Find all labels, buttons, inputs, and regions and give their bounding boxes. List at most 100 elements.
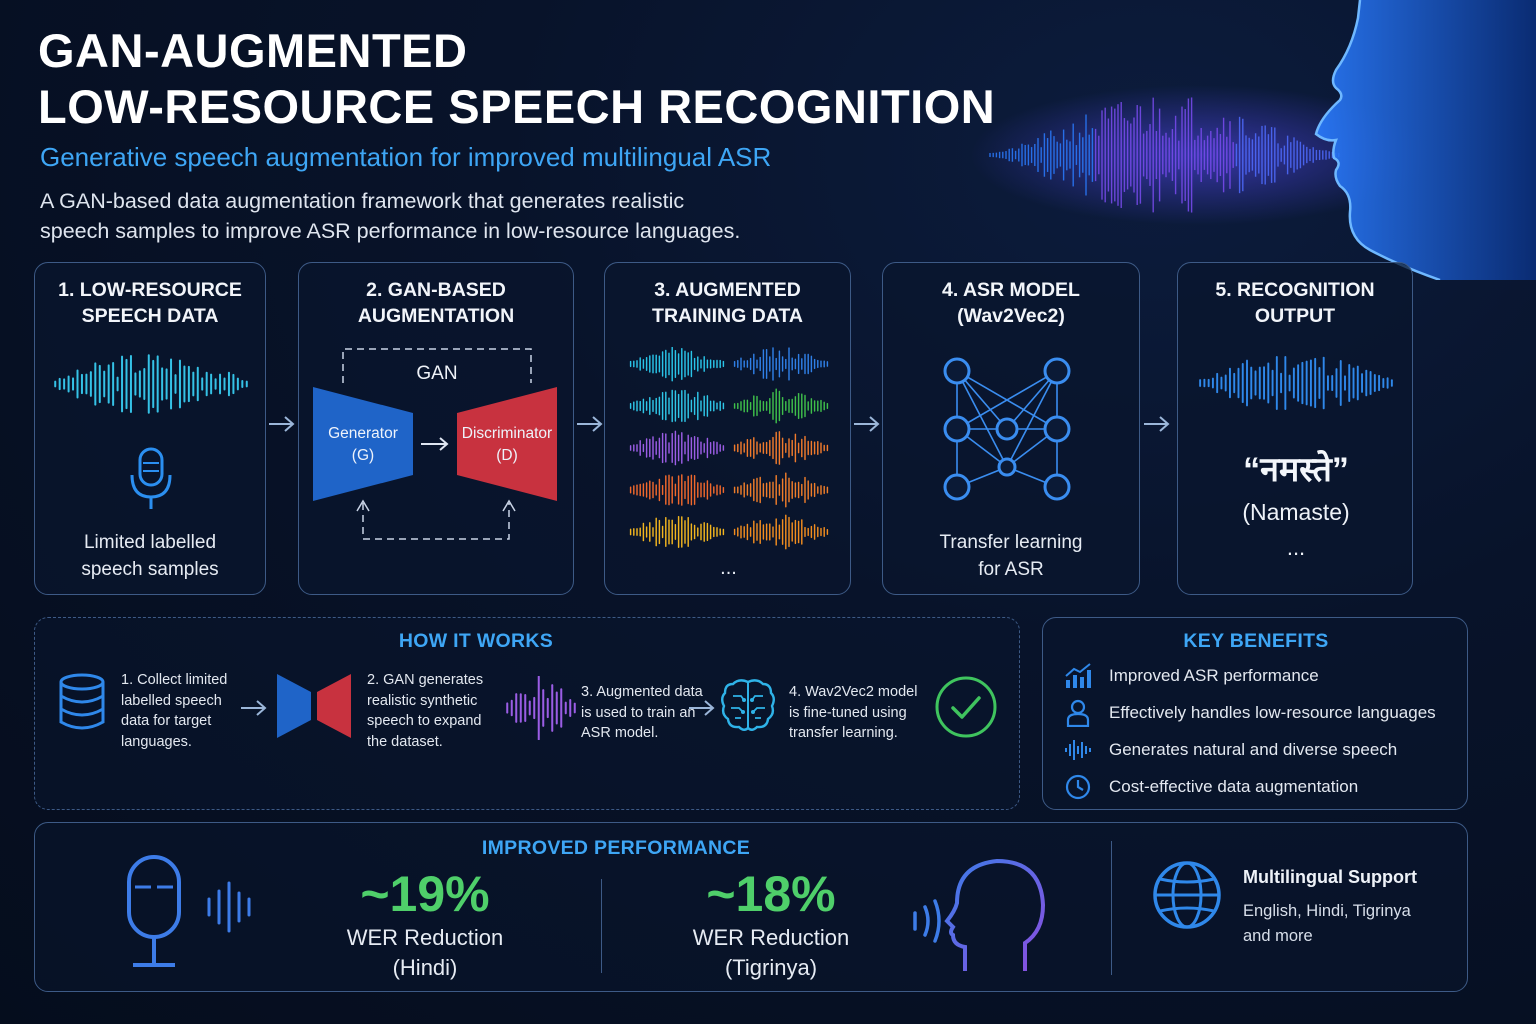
arrow-right-icon <box>577 416 603 432</box>
waveform-icon <box>506 676 576 740</box>
benefit-item: Effectively handles low-resource languag… <box>1063 699 1436 727</box>
benefit-item: Generates natural and diverse speech <box>1063 736 1397 764</box>
stage-card-augmented-data: 3. AUGMENTED TRAINING DATA ... <box>604 262 851 595</box>
arrow-right-icon <box>269 416 295 432</box>
stage-card-asr-model: 4. ASR MODEL (Wav2Vec2) Transfer learnin… <box>882 262 1140 595</box>
how-step-1-line: data for target <box>121 713 212 729</box>
hero-face-waveform-illustration <box>970 0 1536 280</box>
benefit-label: Effectively handles low-resource languag… <box>1109 703 1436 722</box>
metric-label-line2: (Tigrinya) <box>724 955 818 980</box>
caption-line1: Transfer learning <box>939 532 1083 553</box>
metric-label-tigrinya: WER Reduction (Tigrinya) <box>651 923 891 983</box>
discriminator-label: Discriminator (D) <box>457 423 557 467</box>
brain-icon <box>721 679 775 731</box>
stage-title-line1: 5. RECOGNITION <box>1215 279 1375 301</box>
waveform-icon <box>1065 740 1091 760</box>
stage-title: 4. ASR MODEL (Wav2Vec2) <box>883 277 1139 329</box>
discriminator-shape <box>457 387 557 501</box>
stage-card-gan-augmentation: 2. GAN-BASED AUGMENTATION GAN Generator … <box>298 262 574 595</box>
discriminator-label-line2: (D) <box>496 447 518 464</box>
page-title-line2: LOW-RESOURCE SPEECH RECOGNITION <box>38 80 996 133</box>
page-description: A GAN-based data augmentation framework … <box>40 186 760 246</box>
generator-shape <box>313 387 413 501</box>
output-transliteration: (Namaste) <box>1242 499 1350 525</box>
metric-label-hindi: WER Reduction (Hindi) <box>305 923 545 983</box>
benefit-item: Cost-effective data augmentation <box>1063 773 1358 801</box>
divider <box>1111 841 1112 975</box>
how-it-works-panel: HOW IT WORKS 1. Collect limited labelled… <box>34 617 1020 810</box>
checkmark-icon <box>935 676 997 738</box>
output-ellipsis: ... <box>1286 535 1306 560</box>
how-step-2-line: 2. GAN generates <box>367 672 484 688</box>
arrow-right-icon <box>241 700 267 716</box>
stage-card-low-resource-data: 1. LOW-RESOURCE SPEECH DATA Limited labe… <box>34 262 266 595</box>
stage-title-line2: SPEECH DATA <box>81 305 219 327</box>
stage-title: 5. RECOGNITION OUTPUT <box>1178 277 1412 329</box>
augmented-waveform <box>733 472 829 508</box>
microphone-icon <box>130 447 172 509</box>
how-step-2-text: 2. GAN generates realistic synthetic spe… <box>367 670 483 752</box>
page-subtitle: Generative speech augmentation for impro… <box>40 142 772 172</box>
caption-line2: speech samples <box>81 559 219 580</box>
stage-title-line1: 1. LOW-RESOURCE <box>58 279 242 301</box>
arrow-right-icon <box>1144 416 1170 432</box>
stage-title-line2: OUTPUT <box>1254 305 1336 327</box>
microphone-icon <box>127 855 251 967</box>
stage-title-line2: TRAINING DATA <box>652 305 803 327</box>
waveform-icon <box>54 354 248 414</box>
stage-title-line1: 3. AUGMENTED <box>654 279 801 301</box>
stage-title: 2. GAN-BASED AUGMENTATION <box>299 277 573 329</box>
speaking-head-icon <box>913 858 1046 971</box>
stage-title-line2: (Wav2Vec2) <box>957 305 1065 327</box>
generator-label-line2: (G) <box>351 447 375 464</box>
stage-title: 1. LOW-RESOURCE SPEECH DATA <box>35 277 265 329</box>
stage-title-line1: 4. ASR MODEL <box>942 279 1080 301</box>
metric-label-line2: (Hindi) <box>392 955 458 980</box>
description-line1: A GAN-based data augmentation framework … <box>40 189 685 213</box>
benefit-label: Generates natural and diverse speech <box>1109 740 1398 759</box>
augmented-waveform <box>733 514 829 550</box>
multilingual-title: Multilingual Support <box>1243 867 1417 887</box>
database-icon <box>59 673 105 730</box>
how-step-1-line: 1. Collect limited <box>121 672 228 688</box>
performance-title: IMPROVED PERFORMANCE <box>481 837 751 859</box>
description-line2: speech samples to improve ASR performanc… <box>40 219 741 243</box>
how-step-2-line: speech to expand <box>367 713 482 729</box>
how-step-1-line: labelled speech <box>121 692 222 709</box>
augmented-waveform <box>733 431 829 465</box>
augmented-waveform <box>629 516 725 548</box>
augmented-waveform <box>629 389 725 423</box>
how-step-1-line: languages. <box>121 733 192 750</box>
globe-icon <box>1153 861 1221 929</box>
how-step-1-text: 1. Collect limited labelled speech data … <box>121 670 227 752</box>
how-step-3-line: is used to train an <box>581 704 696 721</box>
metric-label-line1: WER Reduction <box>346 925 504 950</box>
stage-card-recognition-output: 5. RECOGNITION OUTPUT “नमस्ते” (Namaste)… <box>1177 262 1413 595</box>
chart-icon <box>1065 663 1091 688</box>
how-step-4-line: is fine-tuned using <box>789 704 907 721</box>
clock-icon <box>1065 774 1091 800</box>
metric-value-tigrinya: ~18% <box>706 866 836 922</box>
key-benefits-title: KEY BENEFITS <box>1183 630 1329 652</box>
person-icon <box>1066 699 1090 727</box>
caption-line1: Limited labelled <box>83 532 217 553</box>
stage-caption: Limited labelled speech samples <box>35 529 265 583</box>
face-silhouette <box>1316 0 1536 280</box>
output-text: “नमस्ते” <box>1243 451 1349 489</box>
stage-title-line2: AUGMENTATION <box>357 305 515 327</box>
stage-title-line1: 2. GAN-BASED <box>366 279 506 301</box>
multilingual-languages: English, Hindi, Tigrinya and more <box>1243 899 1411 949</box>
how-step-4-line: transfer learning. <box>789 725 898 741</box>
gan-label: GAN <box>416 363 458 384</box>
gan-icon <box>277 674 351 738</box>
multilingual-line2: and more <box>1243 927 1313 945</box>
metric-value-hindi: ~19% <box>360 866 490 922</box>
augmented-waveform <box>629 430 725 466</box>
key-benefits-panel: KEY BENEFITS Improved ASR performance Ef… <box>1042 617 1468 810</box>
how-step-3-line: ASR model. <box>581 725 659 741</box>
neural-network-icon <box>943 357 1071 501</box>
how-step-2-line: realistic synthetic <box>367 692 478 709</box>
generator-label: Generator (G) <box>313 423 413 467</box>
augmented-ellipsis: ... <box>720 557 737 579</box>
how-step-3-text: 3. Augmented data is used to train an AS… <box>581 682 703 744</box>
